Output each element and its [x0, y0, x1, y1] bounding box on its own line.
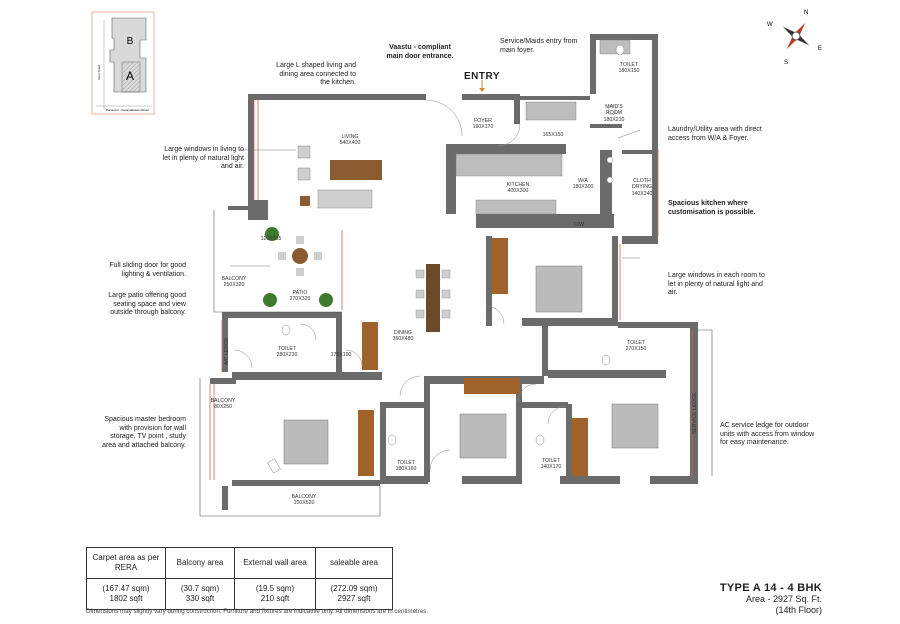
hdr-carpet: Carpet area as per RERA [86, 547, 166, 579]
val-external: (19.5 sqm)210 sqft [234, 578, 316, 610]
compass-n: N [804, 10, 808, 16]
note-patio: Large patio offering good seating space … [108, 292, 186, 316]
key-block-b: B [127, 36, 134, 47]
hdr-balcony: Balcony area [165, 547, 235, 579]
area-table: Carpet area as per RERA Balcony area Ext… [86, 547, 393, 610]
key-plan: B A Inner Road Panavoor - Kesavadasam Ro… [91, 11, 155, 115]
note-sliding-door: Full sliding door for good lighting & ve… [109, 262, 186, 278]
val-carpet: (167.47 sqm)1802 sqft [86, 578, 166, 610]
ac-ledge-label: A/C Ledge [223, 337, 230, 366]
note-ac-service: AC service ledge for outdoor units with … [720, 422, 815, 446]
room-cloth-drying: CLOTH DRYING140x240 [631, 178, 653, 197]
note-windows-room: Large windows in each room to let in ple… [668, 272, 765, 296]
living-furniture [297, 145, 382, 209]
room-foyer: FOYER190x170 [472, 118, 494, 131]
note-vaastu: Vaastu - compliant main door entrance. [386, 44, 454, 60]
note-kitchen: Spacious kitchen where customisation is … [668, 200, 756, 216]
unit-area: Area - 2927 Sq. Ft. [745, 594, 822, 604]
hdr-saleable: saleable area [315, 547, 393, 579]
room-passage: 165X150 [542, 132, 564, 138]
compass-icon [782, 22, 810, 50]
footer-disclaimer: Dimensions may slightly vary during cons… [86, 608, 429, 615]
patio-furniture [263, 227, 333, 307]
dishwasher-label: D/W [573, 222, 585, 228]
key-block-a: A [126, 69, 134, 83]
note-living-l: Large L shaped living and dining area co… [276, 62, 356, 86]
val-saleable: (272.09 sqm)2927 sqft [315, 578, 393, 610]
area-table-values: (167.47 sqm)1802 sqft (30.7 sqm)330 sqft… [86, 578, 393, 610]
val-balcony: (30.7 sqm)330 sqft [165, 578, 235, 610]
dining-table [415, 264, 451, 332]
key-road-side: Inner Road [97, 65, 101, 80]
compass-e: E [818, 46, 822, 52]
room-maids: MAID'S ROOM180x210 [603, 104, 625, 123]
note-service-entry: Service/Maids entry from main foyer. [500, 38, 578, 54]
wardrobes [358, 238, 588, 476]
key-road-bottom: Panavoor - Kesavadasam Road [106, 108, 149, 112]
beds [283, 265, 659, 465]
note-laundry: Laundry/Utility area with direct access … [668, 126, 762, 142]
note-master: Spacious master bedroom with provision f… [102, 416, 186, 449]
compass-w: W [767, 22, 773, 28]
area-table-header: Carpet area as per RERA Balcony area Ext… [86, 547, 393, 579]
unit-floor: (14th Floor) [775, 605, 822, 615]
note-windows-living: Large windows in living to let in plenty… [162, 146, 244, 170]
entry-arrow-icon [479, 80, 485, 92]
hdr-external: External wall area [234, 547, 316, 579]
unit-title-block: TYPE A 14 - 4 BHK Area - 2927 Sq. Ft. (1… [720, 582, 822, 616]
room-corner: 120X135 [260, 236, 282, 242]
unit-type: TYPE A 14 - 4 BHK [719, 582, 822, 594]
service-ledge-label: Service Ledge [691, 392, 698, 435]
entry-label: ENTRY [464, 71, 501, 82]
compass-s: S [784, 60, 788, 66]
room-dress: 175X190 [330, 352, 352, 358]
